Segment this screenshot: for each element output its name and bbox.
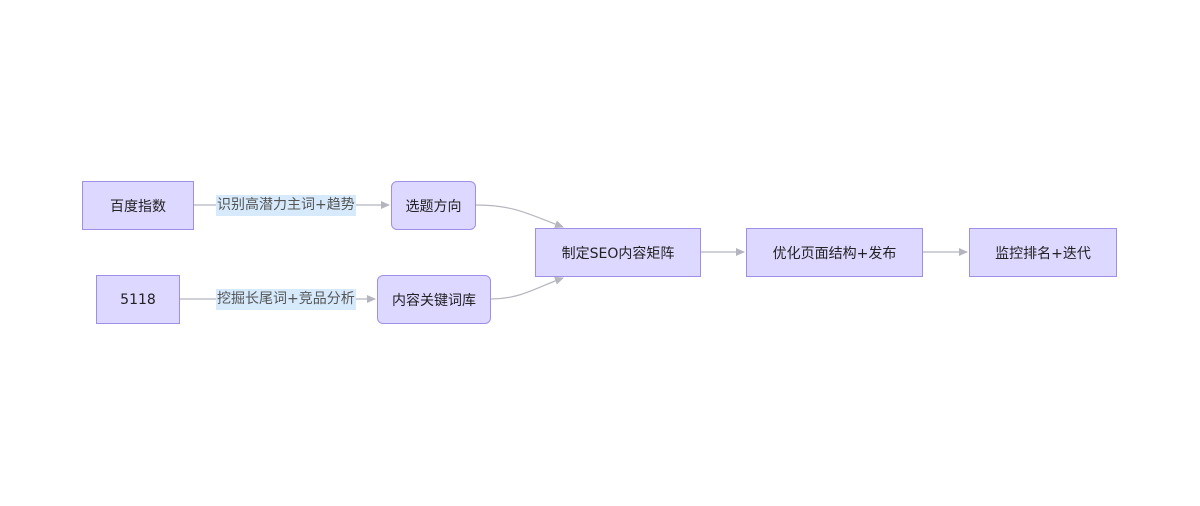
edge-keywords-matrix: [490, 276, 564, 300]
node-monitor-iterate[interactable]: 监控排名+迭代: [969, 228, 1117, 277]
node-topic-direction[interactable]: 选题方向: [391, 181, 476, 230]
node-seo-matrix[interactable]: 制定SEO内容矩阵: [535, 228, 701, 277]
node-optimize-publish[interactable]: 优化页面结构+发布: [746, 228, 923, 277]
edge-topic-matrix: [475, 204, 564, 229]
node-keyword-library[interactable]: 内容关键词库: [377, 275, 491, 324]
edge-label-baidu-topic: 识别高潜力主词+趋势: [216, 195, 356, 216]
node-baidu-index[interactable]: 百度指数: [82, 181, 194, 230]
edge-label-5118-keywords: 挖掘长尾词+竞品分析: [216, 289, 356, 310]
node-5118[interactable]: 5118: [96, 275, 180, 324]
